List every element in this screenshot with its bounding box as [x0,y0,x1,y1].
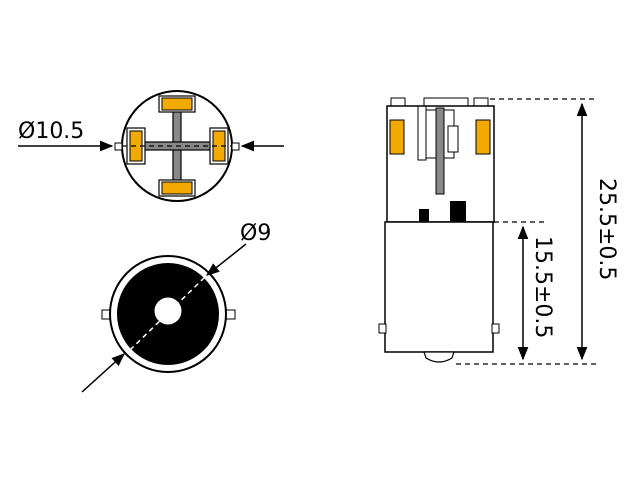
top-cap-center [423,97,469,107]
gray-stem [435,107,445,195]
component-large [450,201,466,222]
top-cap-left [390,97,406,107]
top-led [161,97,193,111]
left-extension-tab [114,142,123,151]
top-cap-right [473,97,489,107]
side-view: 25.5±0.5 15.5±0.5 [378,97,619,365]
total-height-label: 25.5±0.5 [594,178,619,280]
base-height-label: 15.5±0.5 [530,236,555,338]
side-pin-left [378,323,387,334]
bottom-led [161,181,193,195]
side-led-left [389,119,405,155]
bottom-view: Ø9 [81,221,271,393]
top-view-diameter-label: Ø10.5 [18,119,84,144]
bottom-contact [423,351,455,363]
component-small [419,209,429,222]
base-diameter-label: Ø9 [240,221,271,246]
side-pin-right [491,323,500,334]
right-extension-tab [231,142,240,151]
base-center-contact [153,296,183,326]
top-view: Ø10.5 [18,90,284,202]
base-dim-arrow-lower [81,353,126,393]
base-dim-arrow-upper [205,243,247,276]
inner-tab [447,125,459,153]
side-led-right [475,119,491,155]
base-cylinder [384,221,494,353]
